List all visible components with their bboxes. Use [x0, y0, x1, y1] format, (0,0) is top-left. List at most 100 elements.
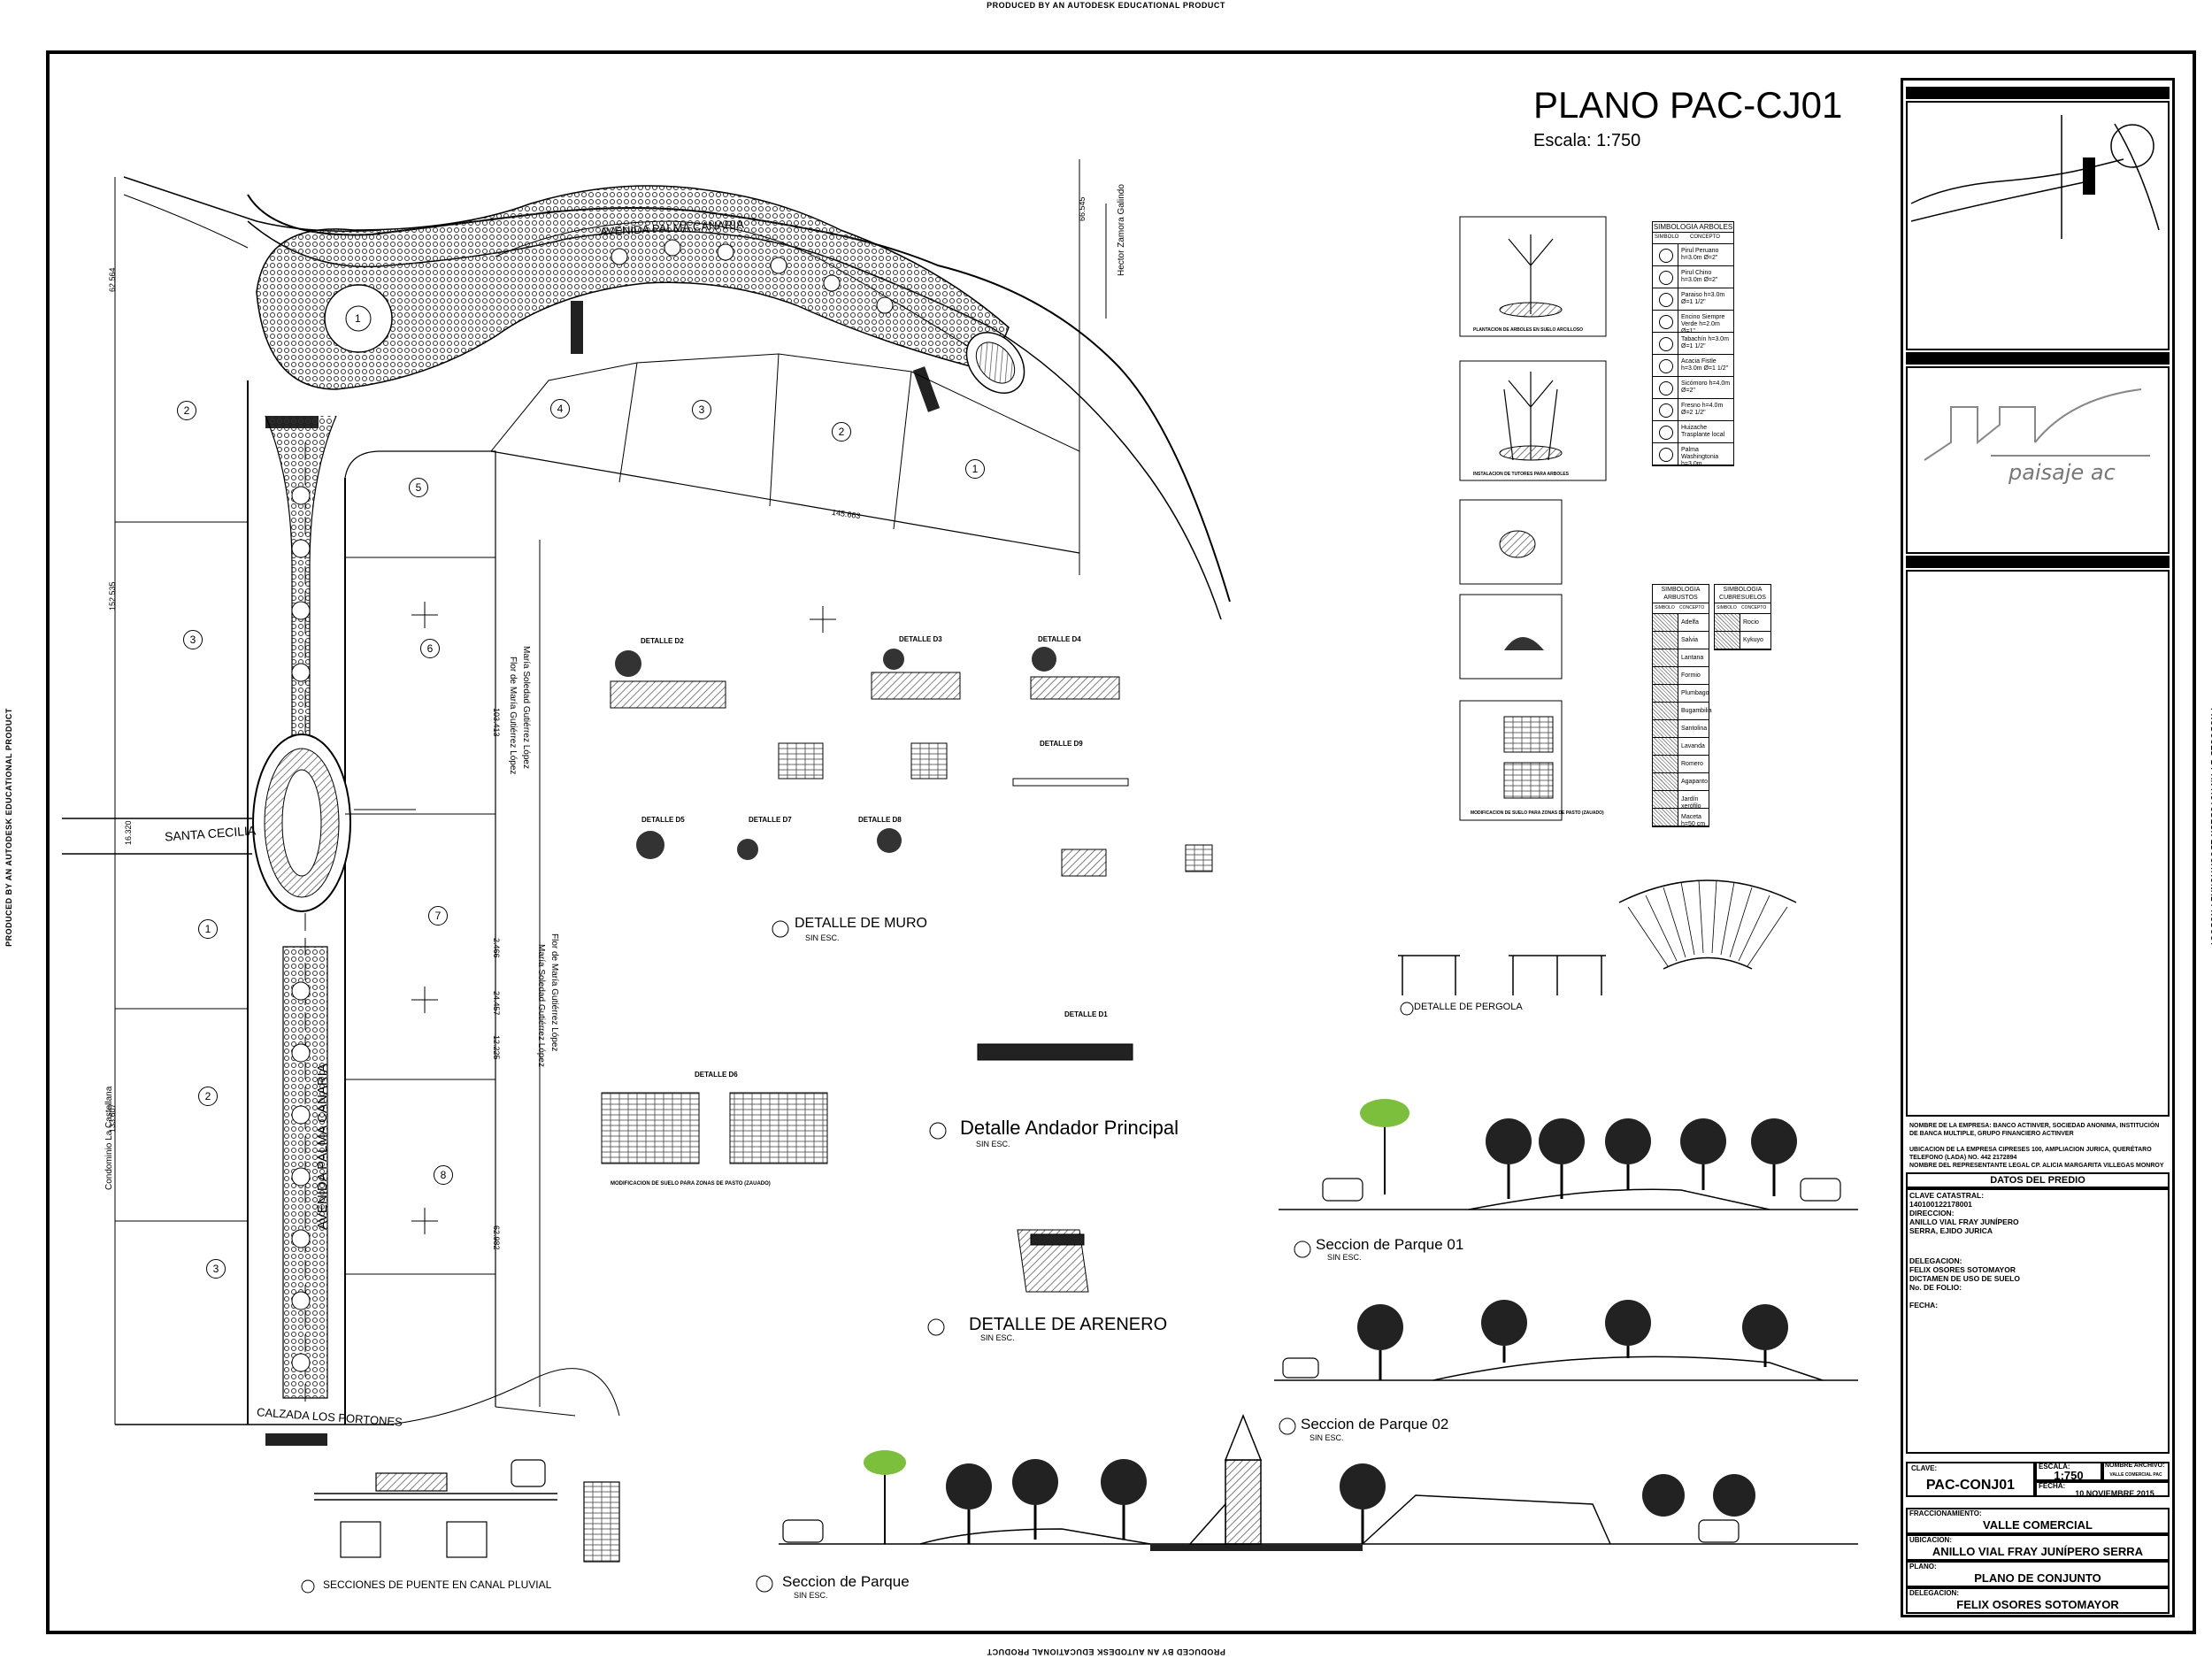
detail-d5-label: DETALLE D5 [641, 816, 685, 824]
detail-d9-label: DETALLE D9 [1040, 740, 1083, 748]
detail-d6-label: DETALLE D6 [695, 1071, 738, 1079]
delegacion-label: DELEGACION: [1909, 1256, 1962, 1265]
street-condominio-castellana: Condominio La Castellana [104, 1086, 114, 1190]
datos-predio-box [1906, 1188, 2170, 1454]
lot-number: 1 [198, 919, 218, 939]
notes-box [1906, 570, 2170, 1117]
fecha2-value: 10 NOVIEMBRE 2015 [2075, 1489, 2154, 1498]
legend-symbol-icon [1653, 720, 1678, 737]
street-avenida-palma-canaria-vertical: AVENIDA PALMA CANARIA [315, 1064, 330, 1230]
legend-label: Agapanto [1681, 779, 1708, 785]
ubicacion-cell [1906, 1534, 2170, 1561]
legend-row: Romero [1653, 756, 1709, 773]
legend-row: Tabachín h=3.0m Ø=1 1/2" [1653, 333, 1733, 355]
clave-label: CLAVE: [1911, 1464, 1938, 1472]
escala-cell [2035, 1462, 2102, 1481]
legend-trees-title: SIMBOLOGIA ARBOLES [1653, 223, 1733, 233]
legend-row: Paraiso h=3.0m Ø=1 1/2" [1653, 288, 1733, 311]
detail-d8-label: DETALLE D8 [858, 816, 902, 824]
legend-row: Kykuyo [1715, 632, 1770, 649]
tree-symbol-icon [1659, 359, 1673, 373]
legend-symbol-icon [1653, 632, 1678, 649]
legend-row: Formio [1653, 667, 1709, 685]
plan-title: PLANO PAC-CJ01 [1533, 84, 1843, 126]
legend-label: Pirul Chino h=3.0m Ø=2" [1681, 270, 1718, 283]
legend-label: Bugambilia [1681, 708, 1712, 714]
legend-symbol-icon [1653, 311, 1678, 332]
delegacion2-cell [1906, 1587, 2170, 1614]
section-parque-scale: SIN ESC. [794, 1591, 828, 1600]
detail-modificacion-label-2: MODIFICACION DE SUELO PARA ZONAS DE PAST… [1471, 810, 1604, 816]
legend-symbol-icon [1715, 614, 1740, 631]
clave-catastral-value: 140100122178001 [1909, 1200, 1972, 1209]
archivo-label: NOMBRE ARCHIVO: [2105, 1463, 2165, 1469]
plano-cell [1906, 1561, 2170, 1587]
legend-label: Palma Washingtonia h=3.0m [1681, 447, 1719, 467]
legend-symbol-icon [1653, 756, 1678, 772]
drawing-frame [46, 50, 2196, 1634]
datos-predio-title: DATOS DEL PREDIO [1906, 1172, 2170, 1188]
legend-row: Sicómoro h=4.0m Ø=2" [1653, 377, 1733, 399]
lot-number: 4 [550, 399, 570, 419]
legend-label: Lantana [1681, 655, 1704, 661]
dimension-7: 2.466 [492, 938, 501, 958]
dimension-8: 24.457 [492, 991, 501, 1016]
dimension-4: 133.607 [108, 1103, 117, 1133]
section-parque-01-title: Seccion de Parque 01 [1316, 1236, 1464, 1253]
legend-label: Kykuyo [1743, 637, 1763, 643]
legend-label: Salvia [1681, 637, 1699, 643]
section-parque-02-scale: SIN ESC. [1310, 1433, 1344, 1442]
legend-row: Encino Siempre Verde h=2.0m Ø=1" [1653, 311, 1733, 334]
legend-label: Jardín xerófilo [1681, 796, 1701, 810]
tree-symbol-icon [1659, 448, 1673, 462]
legend-symbol-icon [1653, 288, 1678, 310]
legend-label: Pirul Peruano h=3.0m Ø=2" [1681, 248, 1719, 261]
legend-symbol-icon [1653, 614, 1678, 631]
detail-muro-title: DETALLE DE MURO [795, 916, 927, 931]
lot-number: 6 [420, 639, 440, 658]
legend-label: Maceta h=50 cm [1681, 814, 1706, 827]
street-hector-zamora: Hector Zamora Galindo [1117, 184, 1126, 276]
legend-label: Sicómoro h=4.0m Ø=2" [1681, 380, 1731, 394]
legend-symbol-icon [1653, 399, 1678, 420]
plano-label: PLANO: [1909, 1563, 1937, 1571]
legend-shrubs: SIMBOLOGIA ARBUSTOS SIMBOLO CONCEPTO Ade… [1652, 584, 1712, 827]
detail-arenero-scale: SIN ESC. [980, 1333, 1015, 1342]
detail-tutores-label: INSTALACION DE TUTORES PARA ARBOLES [1473, 472, 1569, 477]
lot-number: 7 [428, 906, 448, 926]
ubicacion-label: UBICACION: [1909, 1536, 1952, 1544]
legend-symbol-icon [1653, 685, 1678, 702]
detail-arenero-title: DETALLE DE ARENERO [969, 1315, 1168, 1334]
company-phone: TELEFONO (LADA) NO. 442 2172894 [1909, 1155, 2017, 1161]
delegacion-value: FELIX OSORES SOTOMAYOR [1909, 1265, 2016, 1274]
lot-number: 2 [177, 401, 196, 420]
title-block-bar [1906, 556, 2170, 568]
clave-cell [1906, 1462, 2035, 1497]
legend-symbol-icon [1653, 443, 1678, 465]
legend-symbol-icon [1653, 791, 1678, 808]
section-parque-01-scale: SIN ESC. [1327, 1253, 1362, 1262]
dimension-2: 62.564 [108, 267, 117, 292]
detail-plantacion-label: PLANTACION DE ARBOLES EN SUELO ARCILLOSO [1473, 327, 1583, 333]
legend-row: Pirul Peruano h=3.0m Ø=2" [1653, 244, 1733, 266]
legend-symbol-icon [1653, 703, 1678, 719]
legend-label: Fresno h=4.0m Ø=2 1/2" [1681, 403, 1724, 416]
title-block-bar [1906, 87, 2170, 99]
legend-row: Huizache Trasplante local [1653, 421, 1733, 443]
detail-andador-title: Detalle Andador Principal [960, 1117, 1179, 1139]
legend-label: Formio [1681, 672, 1701, 679]
legend-shrubs-title: SIMBOLOGIA ARBUSTOS [1653, 585, 1709, 603]
legend-symbol-icon [1653, 355, 1678, 376]
legend-row: Rocio [1715, 614, 1770, 632]
detail-muro-scale: SIN ESC. [805, 933, 840, 942]
clave-catastral-label: CLAVE CATASTRAL: [1909, 1191, 1985, 1200]
fraccionamiento-label: FRACCIONAMIENTO: [1909, 1509, 1982, 1517]
legend-row: Acacia Fistle h=3.0m Ø=1 1/2" [1653, 355, 1733, 377]
section-parque-title: Seccion de Parque [782, 1573, 910, 1590]
title-block-bar [1906, 352, 2170, 365]
dictamen-label: DICTAMEN DE USO DE SUELO [1909, 1274, 2020, 1283]
direccion-label: DIRECCION: [1909, 1209, 1955, 1217]
legend-symbol-icon [1653, 244, 1678, 265]
detail-d2-label: DETALLE D2 [641, 637, 684, 645]
